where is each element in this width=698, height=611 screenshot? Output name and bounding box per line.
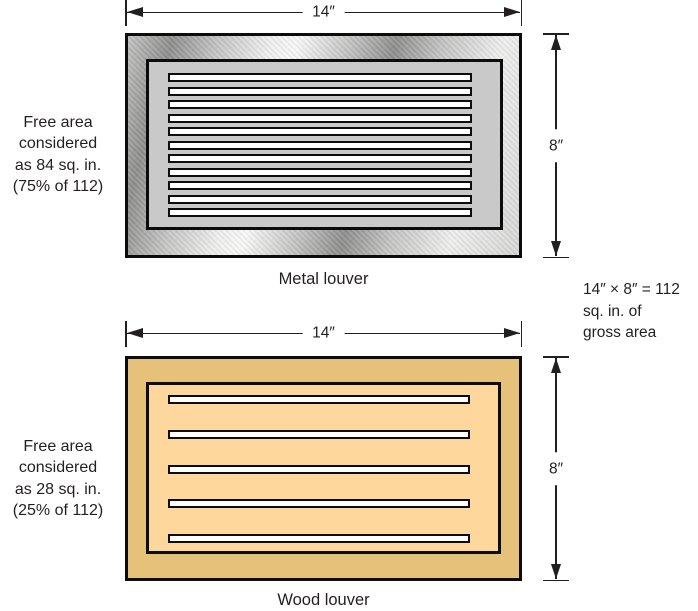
louver-slat (168, 181, 472, 190)
louver-slat (168, 429, 470, 439)
label-line: as 84 sq. in. (14, 156, 102, 174)
note-line: gross area (583, 324, 657, 341)
arrowhead-up-icon (551, 358, 561, 373)
wood-width-label: 14″ (302, 325, 345, 341)
wood-louver-panel (146, 382, 501, 554)
arrowhead-down-icon (551, 241, 561, 256)
metal-width-dimension: 14″ (125, 0, 522, 26)
wood-louver (125, 356, 522, 581)
louver-slat (168, 100, 472, 109)
tick-line (543, 33, 569, 35)
label-line: as 28 sq. in. (14, 480, 102, 498)
louver-slat (168, 534, 470, 543)
wood-height-dimension: 8″ (543, 356, 569, 581)
label-line: Free area (23, 438, 93, 455)
louver-slat (168, 154, 472, 163)
arrowhead-down-icon (551, 564, 561, 579)
wood-free-area-label: Free area considered as 28 sq. in. (25% … (0, 436, 118, 521)
label-line: (25% of 112) (12, 501, 104, 519)
tick-line (543, 256, 569, 258)
note-line: sq. in. of (583, 302, 642, 320)
note-line: 14″ × 8″ = 112 (583, 281, 680, 298)
label-line: considered (18, 135, 98, 153)
extension-line (125, 0, 127, 26)
wood-width-dimension: 14″ (125, 321, 522, 347)
louver-slat (168, 395, 470, 404)
metal-width-label: 14″ (302, 4, 345, 20)
wood-louver-slats (168, 395, 470, 543)
louver-slat (168, 127, 472, 136)
louver-slat (168, 167, 472, 177)
metal-free-area-label: Free area considered as 84 sq. in. (75% … (0, 112, 118, 197)
louver-slat (168, 464, 470, 474)
label-line: considered (18, 459, 98, 477)
arrowhead-left-icon (127, 328, 143, 339)
metal-height-dimension: 8″ (543, 33, 569, 258)
arrowhead-right-icon (504, 328, 520, 339)
label-line: (75% of 112) (12, 177, 104, 195)
dimension-line: 14″ (127, 4, 520, 20)
dimension-line: 14″ (127, 325, 520, 341)
arrowhead-right-icon (504, 7, 520, 18)
extension-line (520, 321, 522, 347)
arrowhead-up-icon (551, 35, 561, 50)
arrowhead-left-icon (127, 7, 143, 18)
louver-slat (168, 208, 472, 217)
extension-line (125, 321, 127, 347)
tick-line (543, 356, 569, 358)
wood-height-label: 8″ (547, 451, 565, 486)
metal-louver-caption: Metal louver (278, 270, 369, 288)
louver-slat (168, 113, 472, 123)
louver-slat (168, 194, 472, 204)
metal-height-label: 8″ (547, 128, 565, 163)
louver-slat (168, 73, 472, 82)
metal-louver-slats (168, 73, 472, 217)
wood-louver-caption: Wood louver (277, 591, 370, 609)
louver-slat (168, 140, 472, 150)
tick-line (543, 579, 569, 581)
extension-line (520, 0, 522, 26)
louver-slat (168, 86, 472, 96)
metal-louver (125, 33, 522, 258)
louver-slat (168, 499, 470, 509)
label-line: Free area (23, 114, 93, 131)
metal-louver-panel (146, 59, 503, 230)
gross-area-note: 14″ × 8″ = 112 sq. in. of gross area (583, 279, 698, 344)
